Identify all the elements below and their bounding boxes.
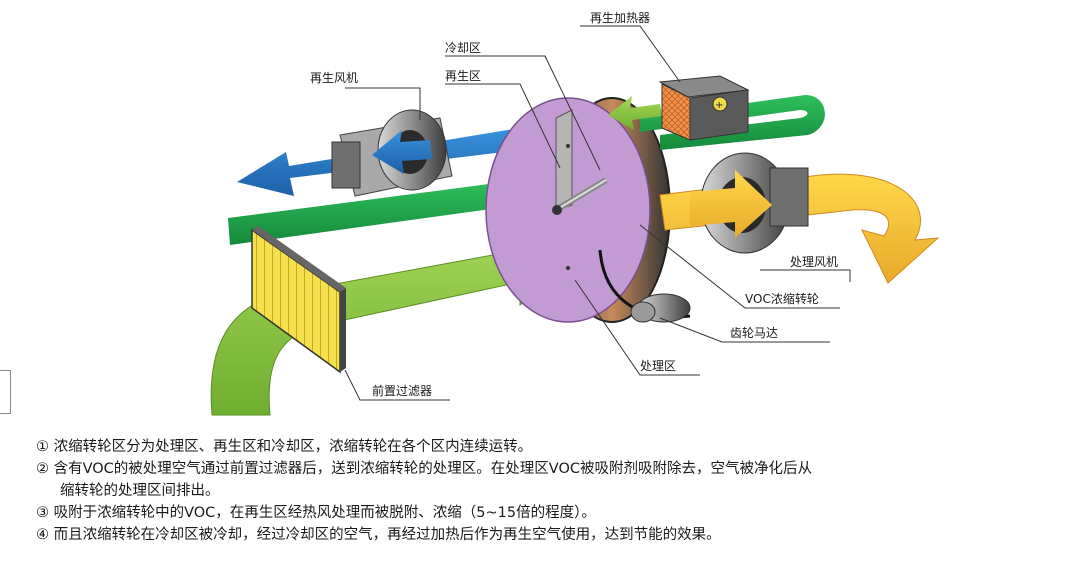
label-gear-motor: 齿轮马达 [730, 326, 778, 340]
description-line-3: ③ 吸附于浓缩转轮中的VOC，在再生区经热风处理而被脱附、浓缩（5~15倍的程度… [36, 505, 596, 521]
voc-concentration-wheel [485, 97, 691, 323]
description-line-4: ④ 而且浓缩转轮在冷却区被冷却，经过冷却区的空气，再经过加热后作为再生空气使用，… [36, 527, 721, 543]
left-edge-marker [0, 370, 11, 414]
leader-lines [344, 25, 851, 401]
label-process-fan: 处理风机 [790, 255, 838, 269]
regen-heater: + [658, 75, 750, 141]
cooling-air-stream [228, 180, 520, 245]
voc-wheel-diagram: + 冷却区 再生区 再生加热器 再生风机 处理风机 VOC浓缩转轮 齿轮马达 处… [210, 11, 940, 416]
gear-motor [630, 293, 691, 323]
label-regen-zone: 再生区 [445, 69, 481, 83]
description-text: ① 浓缩转轮区分为处理区、再生区和冷却区，浓缩转轮在各个区内连续运转。 ② 含有… [36, 436, 1076, 546]
description-line-2: ② 含有VOC的被处理空气通过前置过滤器后，送到浓缩转轮的处理区。在处理区VOC… [36, 461, 813, 477]
label-pre-filter: 前置过滤器 [372, 383, 432, 398]
process-fan-yellow-arrow [690, 170, 772, 238]
label-cooling-zone: 冷却区 [445, 41, 481, 55]
regen-air-loop-arrow [608, 96, 662, 130]
label-process-zone: 处理区 [640, 359, 676, 373]
description-line-2-cont: 缩转轮的处理区间排出。 [60, 483, 220, 499]
label-regen-fan: 再生风机 [310, 71, 358, 85]
description-line-1: ① 浓缩转轮区分为处理区、再生区和冷却区，浓缩转轮在各个区内连续运转。 [36, 439, 533, 455]
svg-text:+: + [715, 100, 723, 111]
label-regen-heater: 再生加热器 [590, 11, 650, 25]
label-voc-wheel: VOC浓缩转轮 [745, 291, 819, 306]
regen-fan-blue-arrow [372, 130, 432, 174]
pre-filter [251, 226, 346, 374]
